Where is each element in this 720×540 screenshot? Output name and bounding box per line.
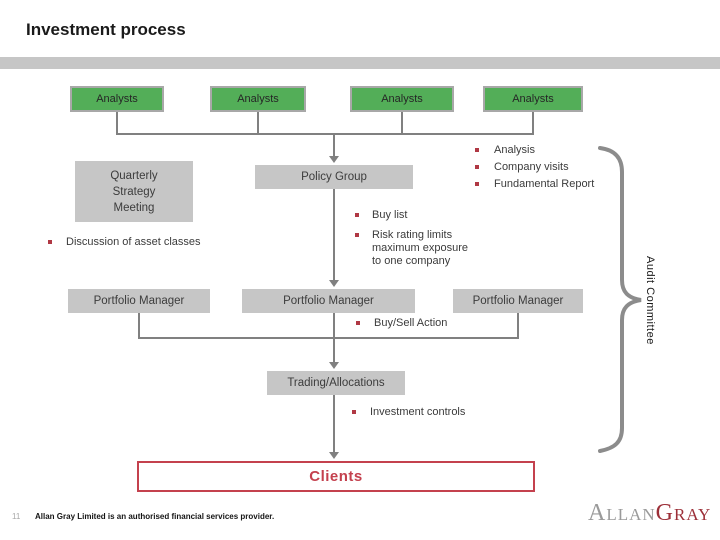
portfolio-manager-label: Portfolio Manager <box>93 295 185 307</box>
connector-line <box>517 313 519 339</box>
square-bullet-icon <box>48 240 52 244</box>
connector-line <box>333 313 335 363</box>
analysts-label: Analysts <box>381 93 423 105</box>
page-title: Investment process <box>26 20 186 39</box>
arrow-down-icon <box>329 280 339 287</box>
analysts-box-1: Analysts <box>70 86 164 112</box>
square-bullet-icon <box>475 165 479 169</box>
connector-line <box>401 112 403 135</box>
bullet-text: Company visits <box>494 161 569 173</box>
quarterly-line: Strategy <box>112 185 156 198</box>
bullet-buy-sell: Buy/Sell Action <box>356 317 447 330</box>
logo-allan-text: Allan <box>588 500 656 526</box>
bullet-text: Buy list <box>372 209 408 221</box>
analysts-box-2: Analysts <box>210 86 306 112</box>
title-divider-bar <box>0 57 720 69</box>
bullet-text: Investment controls <box>370 406 466 418</box>
portfolio-manager-box-1: Portfolio Manager <box>68 289 210 313</box>
analysts-label: Analysts <box>237 93 279 105</box>
analysts-box-3: Analysts <box>350 86 454 112</box>
bullet-text: Buy/Sell Action <box>374 317 448 329</box>
bullet-discussion: Discussion of asset classes <box>48 236 201 249</box>
allan-gray-logo: AllanGray <box>588 500 711 527</box>
connector-line <box>138 313 140 339</box>
analysts-label: Analysts <box>512 93 554 105</box>
policy-group-box: Policy Group <box>255 165 413 189</box>
connector-line <box>333 133 335 158</box>
square-bullet-icon <box>356 321 360 325</box>
square-bullet-icon <box>352 410 356 414</box>
bullet-investment-controls: Investment controls <box>352 406 465 419</box>
quarterly-line: Meeting <box>113 201 155 214</box>
analysts-box-4: Analysts <box>483 86 583 112</box>
bullet-text: Risk rating limits maximum exposure to o… <box>372 229 468 267</box>
connector-line <box>116 112 118 135</box>
connector-line <box>532 112 534 135</box>
audit-committee-brace <box>598 146 642 453</box>
square-bullet-icon <box>355 233 359 237</box>
portfolio-manager-label: Portfolio Manager <box>472 295 564 307</box>
square-bullet-icon <box>355 213 359 217</box>
bullet-analysis: Analysis <box>475 144 535 157</box>
policy-group-label: Policy Group <box>301 171 367 183</box>
footer-disclaimer: Allan Gray Limited is an authorised fina… <box>35 512 275 521</box>
bullet-fundamental-report: Fundamental Report <box>475 178 594 191</box>
bullet-buy-list: Buy list <box>355 209 407 222</box>
connector-line <box>116 133 534 135</box>
portfolio-manager-box-3: Portfolio Manager <box>453 289 583 313</box>
page-number: 11 <box>12 512 21 521</box>
portfolio-manager-box-2: Portfolio Manager <box>242 289 415 313</box>
clients-label: Clients <box>309 468 363 485</box>
bullet-text: Analysis <box>494 144 535 156</box>
trading-allocations-label: Trading/Allocations <box>287 377 385 389</box>
connector-line <box>333 395 335 453</box>
square-bullet-icon <box>475 182 479 186</box>
clients-box: Clients <box>137 461 535 492</box>
arrow-down-icon <box>329 156 339 163</box>
connector-line <box>257 112 259 135</box>
arrow-down-icon <box>329 362 339 369</box>
quarterly-line: Quarterly <box>110 169 158 182</box>
audit-committee-label: Audit Committee <box>644 256 656 345</box>
bullet-text: Discussion of asset classes <box>66 236 201 248</box>
bullet-text: Fundamental Report <box>494 178 595 190</box>
arrow-down-icon <box>329 452 339 459</box>
quarterly-strategy-meeting-box: Quarterly Strategy Meeting <box>75 161 193 222</box>
connector-line <box>333 189 335 281</box>
trading-allocations-box: Trading/Allocations <box>267 371 405 395</box>
bullet-company-visits: Company visits <box>475 161 569 174</box>
logo-gray-text: Gray <box>655 500 712 526</box>
analysts-label: Analysts <box>96 93 138 105</box>
portfolio-manager-label: Portfolio Manager <box>283 295 374 307</box>
connector-line <box>138 337 519 339</box>
bullet-risk-rating: Risk rating limits maximum exposure to o… <box>355 229 480 268</box>
square-bullet-icon <box>475 148 479 152</box>
